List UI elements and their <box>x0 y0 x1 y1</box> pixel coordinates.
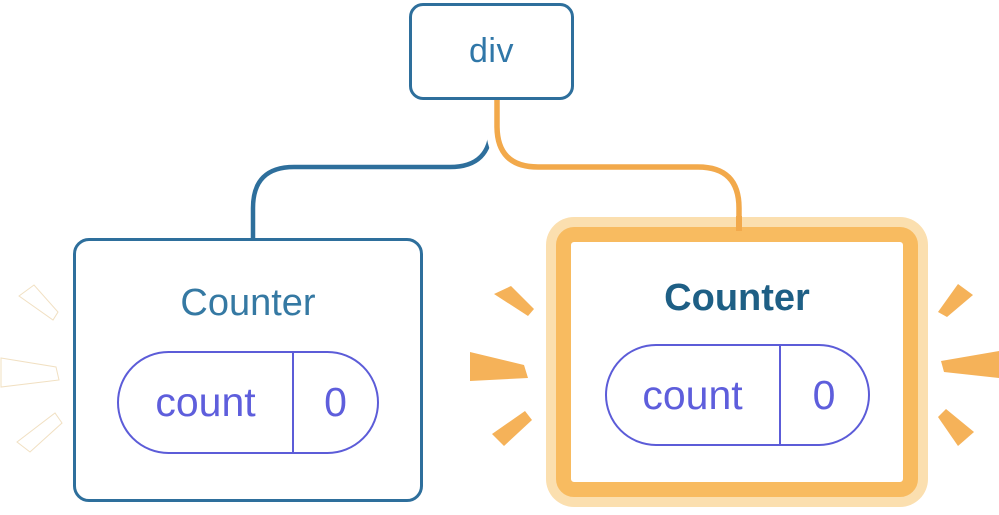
spark-icon <box>938 409 974 446</box>
wire-left-icon <box>250 100 494 240</box>
state-key: count <box>607 346 781 444</box>
component-title: Counter <box>180 282 316 324</box>
state-pill: count 0 <box>604 344 870 446</box>
spark-icon <box>494 286 534 316</box>
spark-icon <box>470 352 528 381</box>
tree-node-label: div <box>469 32 514 70</box>
tree-node-div: div <box>409 3 574 100</box>
spark-icon <box>0 357 60 388</box>
counter-node-left: Counter count 0 <box>73 238 423 502</box>
state-pill: count 0 <box>117 351 379 454</box>
state-value: 0 <box>812 371 836 418</box>
spark-icon <box>16 412 63 453</box>
spark-icon <box>18 284 59 321</box>
wire-right-core-icon <box>494 100 742 232</box>
wire-core-stub-icon <box>736 216 742 231</box>
spark-icon <box>938 284 973 317</box>
state-key: count <box>119 353 294 452</box>
spark-icon <box>492 411 532 446</box>
state-value: 0 <box>324 379 347 425</box>
component-title: Counter <box>664 277 810 319</box>
spark-icon <box>941 351 999 378</box>
counter-node-right-highlighted: Counter count 0 <box>556 227 918 497</box>
